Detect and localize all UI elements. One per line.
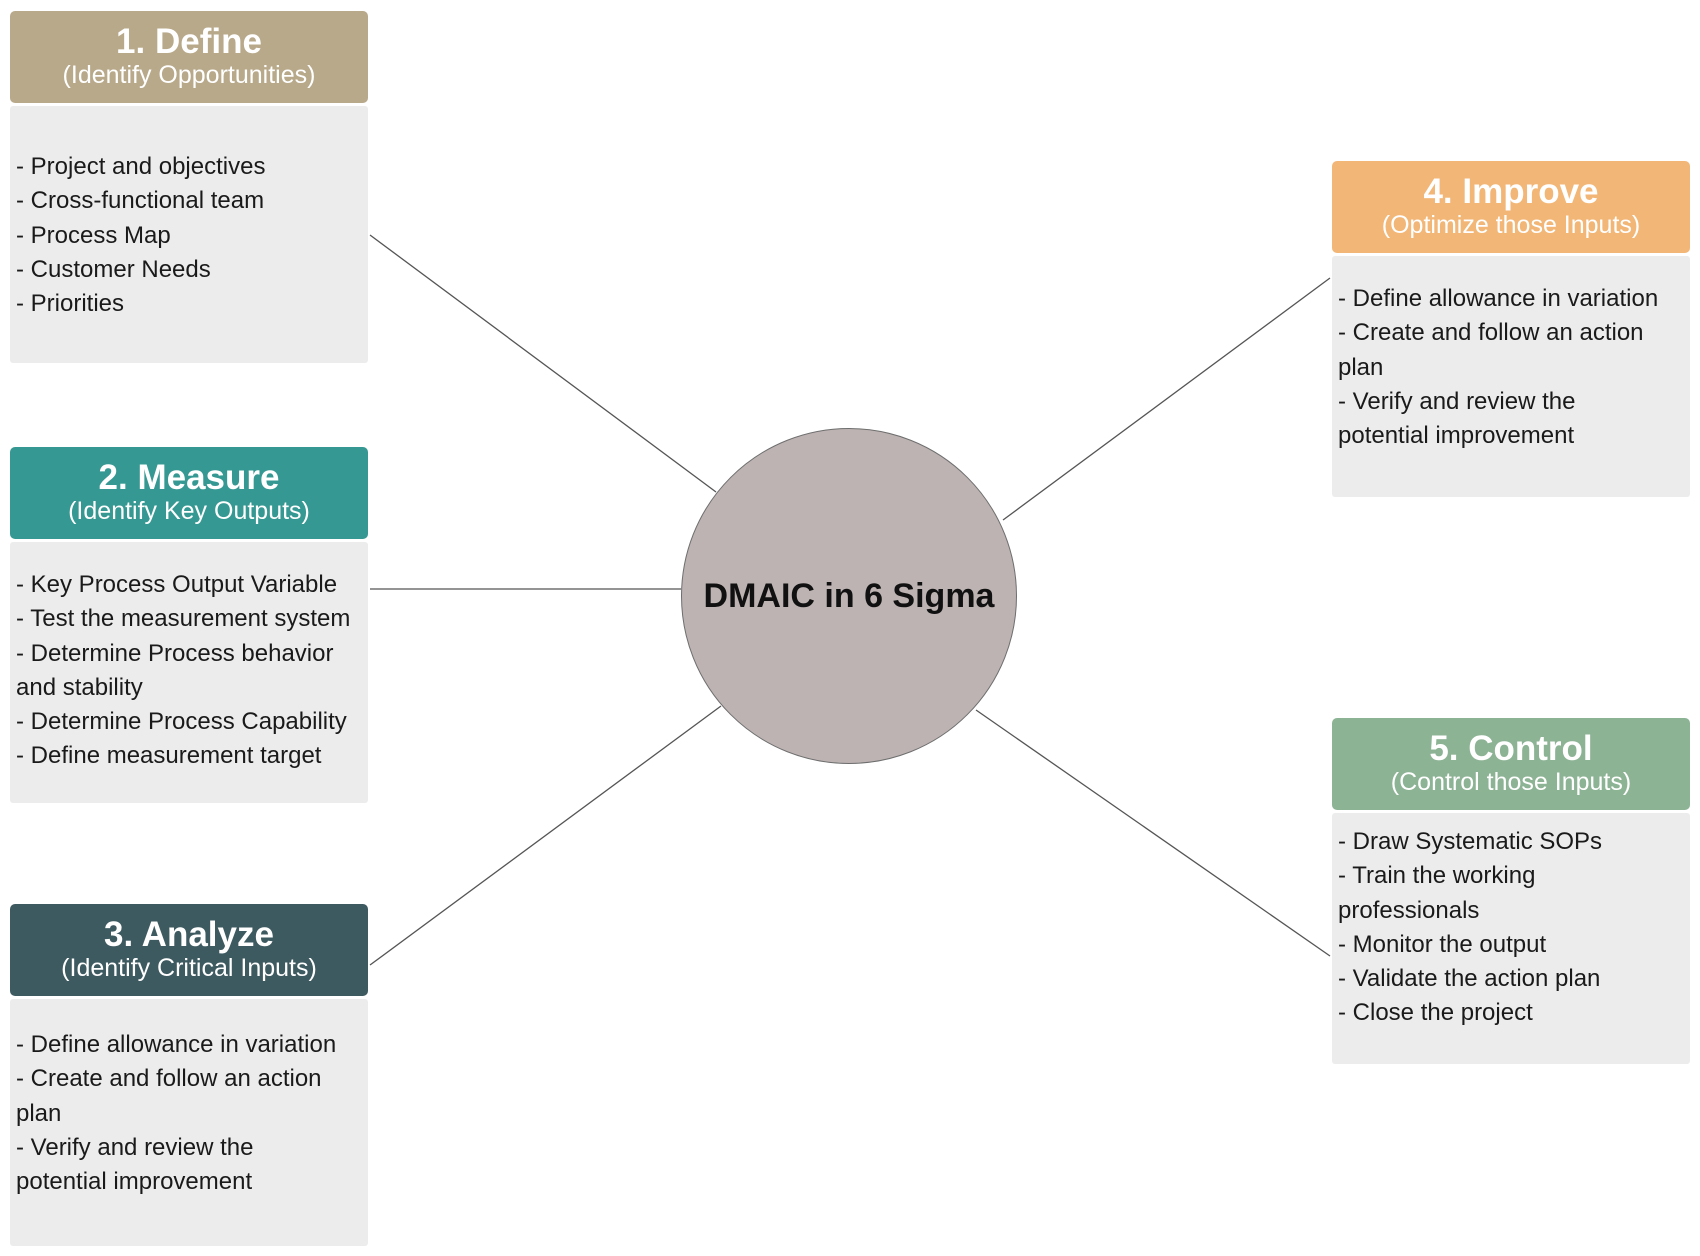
phase-header-analyze: 3. Analyze (Identify Critical Inputs) [10,904,368,996]
list-item: - Validate the action plan [1338,965,1601,993]
list-item: plan [16,1099,62,1127]
phase-subtitle: (Identify Critical Inputs) [61,954,317,982]
phase-header-improve: 4. Improve (Optimize those Inputs) [1332,161,1690,253]
list-item: - Verify and review the [1338,387,1576,415]
list-item: - Monitor the output [1338,930,1547,958]
list-item: - Define allowance in variation [16,1031,337,1058]
phase-subtitle: (Identify Key Outputs) [68,497,310,525]
list-item: - Customer Needs [16,255,211,283]
list-item: - Draw Systematic SOPs [1338,828,1603,855]
phase-card-define: 1. Define (Identify Opportunities) - Pro… [10,11,368,363]
phase-subtitle: (Identify Opportunities) [62,61,316,89]
list-item: - Define measurement target [16,742,322,770]
connector-improve [1002,277,1331,521]
list-item: - Train the working [1338,862,1536,890]
phase-title: 4. Improve [1423,172,1599,211]
phase-title: 1. Define [116,22,262,61]
phase-card-control: 5. Control (Control those Inputs) - Draw… [1332,718,1690,1064]
phase-body-control: - Draw Systematic SOPs - Train the worki… [1332,813,1690,1064]
phase-body-improve: - Define allowance in variation - Create… [1332,256,1690,497]
phase-title: 2. Measure [98,458,280,497]
list-item: - Verify and review the [16,1133,254,1161]
list-item: potential improvement [16,1168,253,1196]
list-item: - Priorities [16,290,125,318]
list-item: - Project and objectives [16,153,266,180]
list-item: - Determine Process behavior [16,639,334,667]
list-item: professionals [1338,896,1480,924]
phase-card-measure: 2. Measure (Identify Key Outputs) - Key … [10,447,368,803]
phase-card-analyze: 3. Analyze (Identify Critical Inputs) - … [10,904,368,1246]
phase-title: 3. Analyze [104,915,274,954]
phase-subtitle: (Control those Inputs) [1390,768,1632,796]
phase-body-define: - Project and objectives - Cross-functio… [10,106,368,363]
list-item: - Define allowance in variation [1338,285,1659,312]
phase-header-measure: 2. Measure (Identify Key Outputs) [10,447,368,539]
center-title: DMAIC in 6 Sigma [703,576,995,615]
phase-body-measure: - Key Process Output Variable - Test the… [10,542,368,803]
list-item: and stability [16,673,143,701]
list-item: - Cross-functional team [16,187,265,215]
list-item: - Key Process Output Variable [16,571,338,598]
list-item: plan [1338,353,1384,381]
connector-analyze [369,705,722,966]
phase-card-improve: 4. Improve (Optimize those Inputs) - Def… [1332,161,1690,497]
list-item: - Test the measurement system [16,605,351,633]
list-item: - Close the project [1338,999,1533,1027]
list-item: - Process Map [16,221,171,249]
connector-define [369,234,717,493]
phase-title: 5. Control [1429,729,1593,768]
list-item: - Create and follow an action [1338,319,1644,347]
phase-header-control: 5. Control (Control those Inputs) [1332,718,1690,810]
list-item: - Create and follow an action [16,1065,322,1093]
phase-body-analyze: - Define allowance in variation - Create… [10,999,368,1246]
phase-header-define: 1. Define (Identify Opportunities) [10,11,368,103]
connector-control [975,709,1331,957]
list-item: - Determine Process Capability [16,708,347,736]
list-item: potential improvement [1338,422,1575,450]
center-circle: DMAIC in 6 Sigma [681,428,1017,764]
phase-subtitle: (Optimize those Inputs) [1381,211,1641,239]
